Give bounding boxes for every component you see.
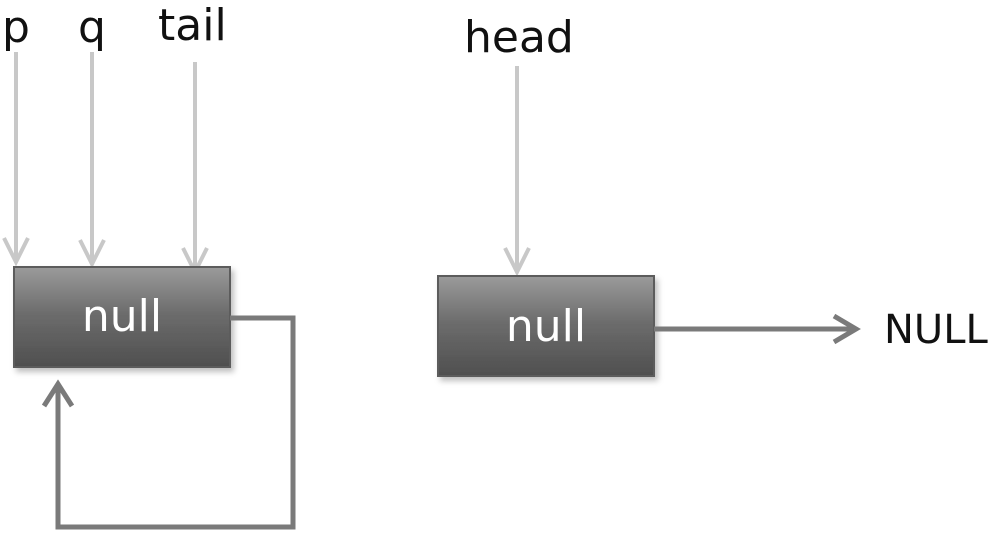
- null-terminator-label: NULL: [884, 307, 988, 353]
- pointer-arrow-q: [78, 52, 106, 269]
- node-value-left: null: [82, 291, 162, 342]
- pointer-label-tail: tail: [158, 0, 227, 51]
- next-arrow-to-null: [654, 313, 861, 345]
- node-value-head: null: [506, 301, 586, 352]
- pointer-arrow-tail: [181, 62, 209, 277]
- self-loop-arrow: [41, 315, 296, 530]
- list-node-head: null: [437, 275, 655, 377]
- pointer-arrow-p: [2, 52, 30, 267]
- pointer-label-q: q: [78, 2, 106, 53]
- pointer-label-p: p: [2, 2, 30, 53]
- list-node-left: null: [13, 266, 231, 368]
- pointer-label-head: head: [464, 12, 574, 63]
- pointer-arrow-head: [503, 66, 531, 277]
